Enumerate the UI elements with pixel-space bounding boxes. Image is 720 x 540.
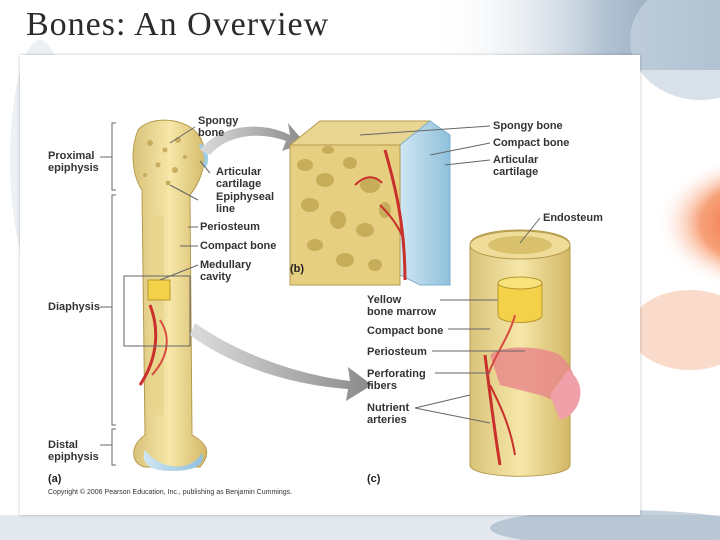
label-compact-bone-b: Compact bone [493,137,570,149]
label-epiphyseal-line: Epiphyseal line [216,191,275,215]
label-articular-cartilage-a: Articular cartilage [216,166,262,190]
label-distal-epiphysis: Distal epiphysis [48,439,99,463]
bone-figure-panel: Spongy bone Proximal epiphysis Articular… [20,55,640,515]
label-endosteum: Endosteum [543,212,603,224]
label-perforating-fibers: Perforating fibers [367,368,426,392]
long-bone-drawing [123,119,209,471]
label-diaphysis: Diaphysis [48,301,100,313]
slide-title: Bones: An Overview [26,6,330,43]
bone-illustration [100,119,581,477]
diaphysis-section [469,229,581,477]
label-proximal-epiphysis: Proximal epiphysis [48,150,99,174]
spongy-bone-section [288,120,451,286]
arrow-to-b [200,123,305,155]
label-spongy-bone-a: Spongy bone [198,115,239,139]
panel-tag-b: (b) [290,263,305,275]
label-nutrient-arteries: Nutrient arteries [367,402,410,426]
panel-tag-a: (a) [48,473,62,485]
arrow-to-c [190,323,372,401]
label-articular-cartilage-b: Articular cartilage [493,154,539,178]
label-spongy-bone-b: Spongy bone [493,120,563,132]
label-compact-bone-a: Compact bone [200,240,277,252]
label-medullary-cavity: Medullary cavity [200,259,252,283]
label-periosteum-a: Periosteum [200,221,260,233]
label-periosteum-c: Periosteum [367,346,427,358]
label-compact-bone-c: Compact bone [367,325,444,337]
panel-tag-c: (c) [367,473,381,485]
label-yellow-bone-marrow: Yellow bone marrow [367,294,437,318]
copyright-notice: Copyright © 2006 Pearson Education, Inc.… [48,489,293,496]
